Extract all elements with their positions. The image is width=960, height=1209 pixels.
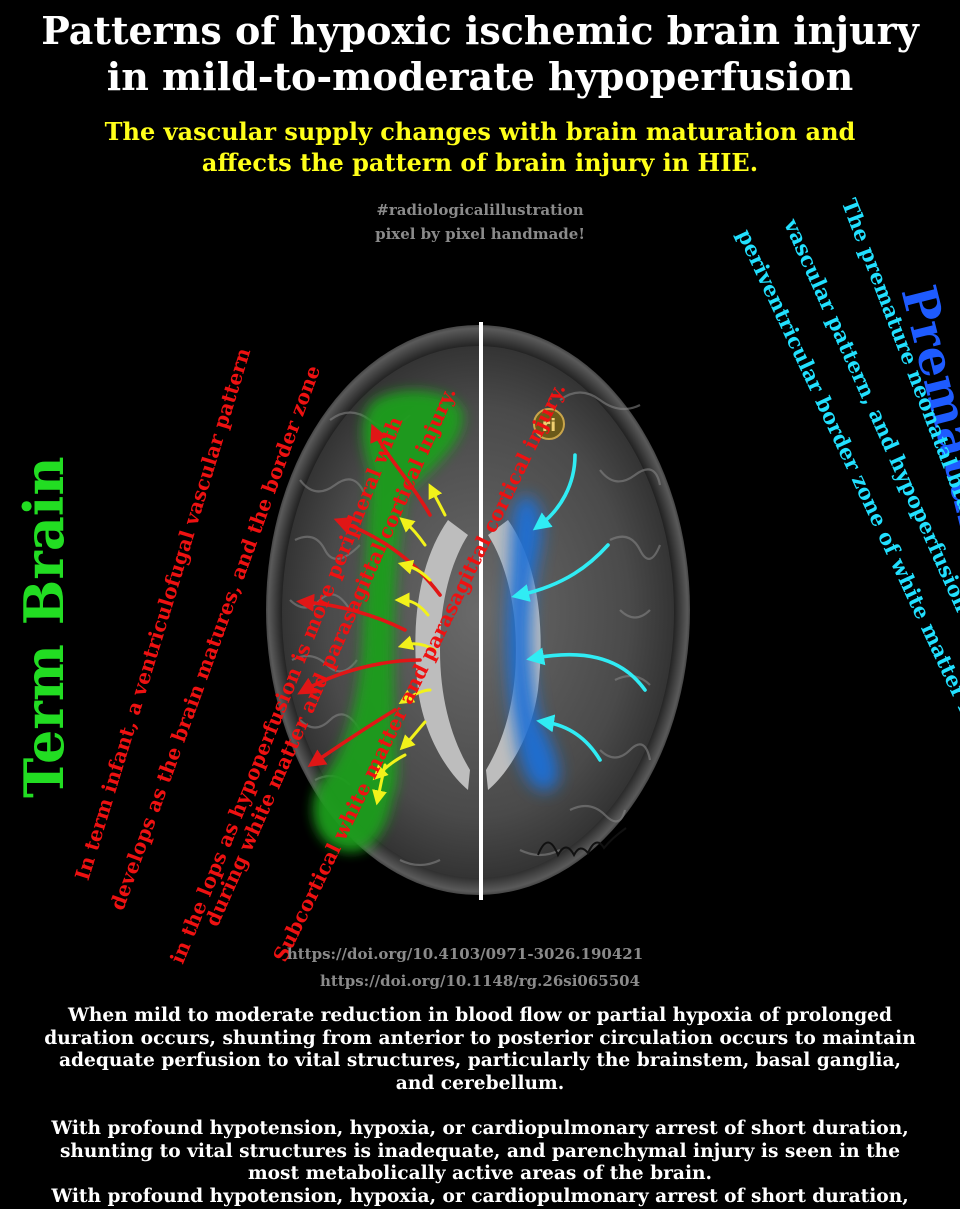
subtitle-line-1: The vascular supply changes with brain m… xyxy=(104,117,856,146)
ri-logo-text: ri xyxy=(542,416,556,436)
ri-logo: ri xyxy=(533,408,565,440)
paragraph-cutoff: With profound hypotension, hypoxia, or c… xyxy=(0,1186,960,1209)
paragraph-1-line-4: and cerebellum. xyxy=(395,1072,565,1094)
subtitle-line-2: affects the pattern of brain injury in H… xyxy=(201,148,759,177)
red-ventriculofugal-arrows xyxy=(296,423,442,768)
credit: #radiologicalillustration pixel by pixel… xyxy=(0,198,960,246)
paragraph-mild-hypoperfusion: When mild to moderate reduction in blood… xyxy=(0,1005,960,1095)
paragraph-2-line-3: most metabolically active areas of the b… xyxy=(247,1163,713,1184)
page-title: Patterns of hypoxic ischemic brain injur… xyxy=(0,8,960,100)
subtitle: The vascular supply changes with brain m… xyxy=(0,116,960,178)
left-ventricle xyxy=(415,520,470,790)
paragraph-1-line-1: When mild to moderate reduction in blood… xyxy=(68,1005,892,1026)
title-line-2: in mild-to-moderate hypoperfusion xyxy=(106,54,854,99)
paragraph-1-line-3: adequate perfusion to vital structures, … xyxy=(58,1050,901,1071)
artist-signature xyxy=(537,827,627,858)
paragraph-1-line-2: duration occurs, shunting from anterior … xyxy=(44,1027,916,1049)
paragraph-2-line-2: shunting to vital structures is inadequa… xyxy=(59,1140,901,1162)
paragraph-profound-hypotension: With profound hypotension, hypoxia, or c… xyxy=(0,1118,960,1186)
credit-handmade: pixel by pixel handmade! xyxy=(375,225,585,243)
cyan-ventriculopetal-arrows xyxy=(511,453,647,762)
term-brain-heading: Term Brain xyxy=(12,456,76,798)
credit-hashtag: #radiologicalillustration xyxy=(376,201,584,219)
reference-doi-1[interactable]: https://doi.org/10.4103/0971-3026.190421 xyxy=(286,945,644,963)
reference-doi-2[interactable]: https://doi.org/10.1148/rg.26si065504 xyxy=(319,972,641,990)
yellow-arrows xyxy=(372,483,447,806)
term-brain-heading-text: Term Brain xyxy=(12,456,76,798)
paragraph-3-line-1: With profound hypotension, hypoxia, or c… xyxy=(51,1186,909,1207)
paragraph-2-line-1: With profound hypotension, hypoxia, or c… xyxy=(51,1118,909,1139)
title-line-1: Patterns of hypoxic ischemic brain injur… xyxy=(41,8,919,53)
premature-periventricular-zone xyxy=(506,495,559,791)
